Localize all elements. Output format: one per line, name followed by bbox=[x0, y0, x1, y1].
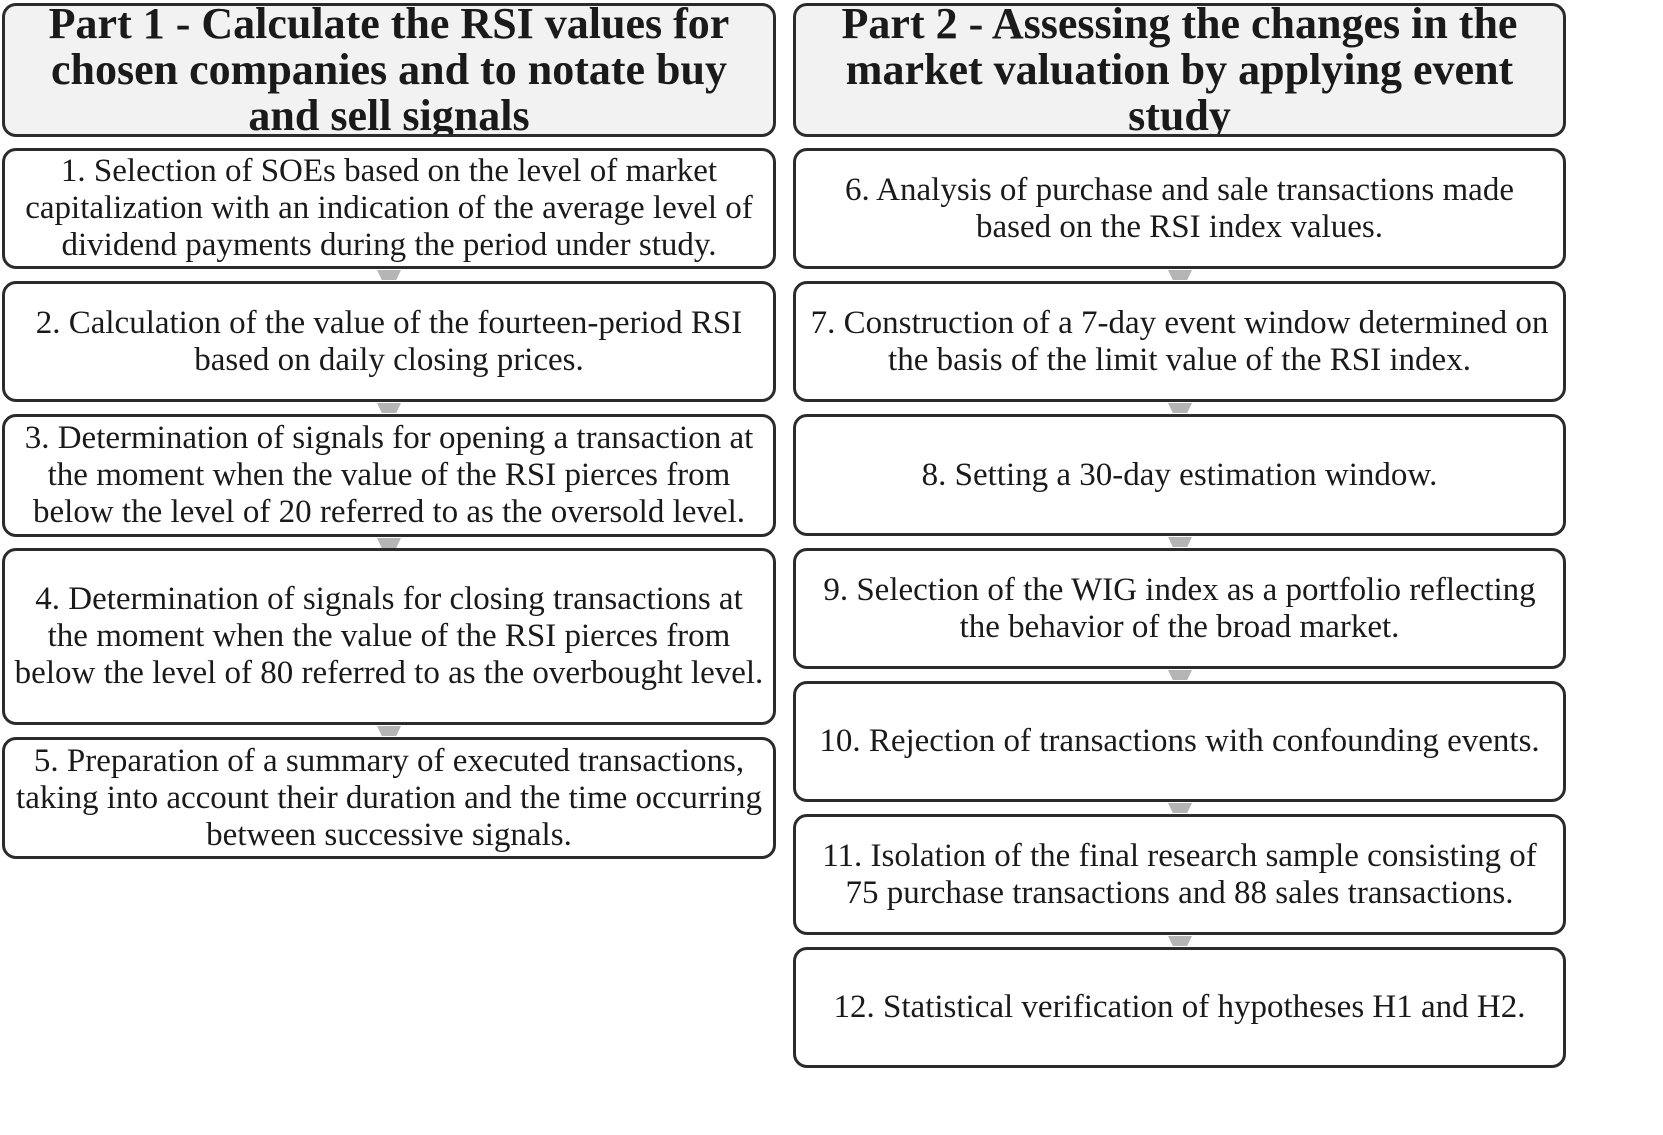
step-3-box: 3. Determination of signals for opening … bbox=[2, 414, 776, 537]
part1-header-text: Part 1 - Calculate the RSI values for ch… bbox=[48, 3, 730, 137]
step-5-text: 5. Preparation of a summary of executed … bbox=[16, 742, 762, 853]
step-6-box: 6. Analysis of purchase and sale transac… bbox=[793, 148, 1566, 269]
step-8-text: 8. Setting a 30-day estimation window. bbox=[921, 456, 1438, 493]
step-1-text: 1. Selection of SOEs based on the level … bbox=[25, 153, 753, 263]
arrow-2-3 bbox=[377, 403, 401, 413]
step-11-box: 11. Isolation of the final research samp… bbox=[793, 814, 1566, 935]
step-9-text: 9. Selection of the WIG index as a portf… bbox=[823, 571, 1536, 645]
step-12-box: 12. Statistical verification of hypothes… bbox=[793, 947, 1566, 1068]
part2-header-text: Part 2 - Assessing the changes in the ma… bbox=[841, 3, 1518, 137]
arrow-1-2 bbox=[377, 270, 401, 280]
step-2-text: 2. Calculation of the value of the fourt… bbox=[35, 304, 743, 378]
step-7-text: 7. Construction of a 7-day event window … bbox=[810, 304, 1549, 378]
step-2-box: 2. Calculation of the value of the fourt… bbox=[2, 281, 776, 402]
arrow-10-11 bbox=[1168, 803, 1192, 813]
part1-header: Part 1 - Calculate the RSI values for ch… bbox=[2, 3, 776, 137]
step-4-text: 4. Determination of signals for closing … bbox=[14, 581, 764, 691]
step-6-text: 6. Analysis of purchase and sale transac… bbox=[845, 171, 1514, 245]
part2-header: Part 2 - Assessing the changes in the ma… bbox=[793, 3, 1566, 137]
arrow-4-5 bbox=[377, 726, 401, 736]
step-4-box: 4. Determination of signals for closing … bbox=[2, 548, 776, 725]
step-3-text: 3. Determination of signals for opening … bbox=[24, 420, 754, 530]
step-8-box: 8. Setting a 30-day estimation window. bbox=[793, 414, 1566, 536]
step-9-box: 9. Selection of the WIG index as a portf… bbox=[793, 548, 1566, 669]
step-10-box: 10. Rejection of transactions with confo… bbox=[793, 681, 1566, 802]
arrow-9-10 bbox=[1168, 670, 1192, 680]
arrow-11-12 bbox=[1168, 936, 1192, 946]
step-1-box: 1. Selection of SOEs based on the level … bbox=[2, 148, 776, 269]
step-5-box: 5. Preparation of a summary of executed … bbox=[2, 737, 776, 859]
arrow-8-9 bbox=[1168, 537, 1192, 547]
step-7-box: 7. Construction of a 7-day event window … bbox=[793, 281, 1566, 402]
step-12-text: 12. Statistical verification of hypothes… bbox=[833, 989, 1526, 1025]
step-10-text: 10. Rejection of transactions with confo… bbox=[819, 723, 1540, 759]
arrow-3-4 bbox=[377, 538, 401, 548]
arrow-6-7 bbox=[1168, 270, 1192, 280]
step-11-text: 11. Isolation of the final research samp… bbox=[822, 837, 1537, 911]
arrow-7-8 bbox=[1168, 403, 1192, 413]
